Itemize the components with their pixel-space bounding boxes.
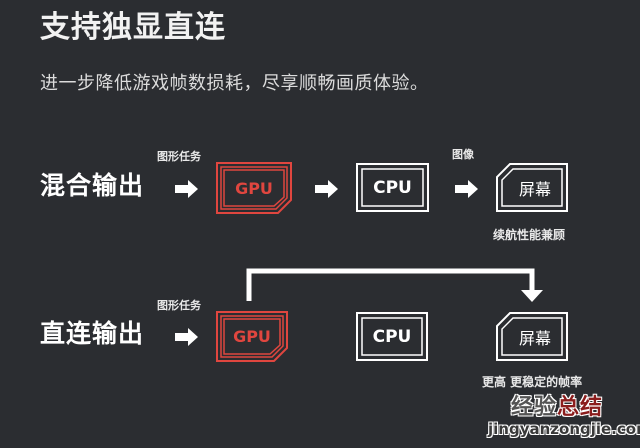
cpu-label: CPU xyxy=(373,177,412,198)
watermark-url: jingyanzongjie.com xyxy=(488,420,640,438)
right-arrow-icon xyxy=(175,180,198,198)
bypass-arrow-icon xyxy=(246,268,543,302)
screen-box: 屏幕 xyxy=(496,312,568,361)
screen-label: 屏幕 xyxy=(518,328,551,348)
screen-label: 屏幕 xyxy=(518,179,551,199)
cpu-box: CPU xyxy=(356,312,428,361)
screen-box: 屏幕 xyxy=(496,163,568,212)
cpu-chip-icon xyxy=(356,312,428,361)
screen-icon xyxy=(496,312,568,361)
page-subtitle: 进一步降低游戏帧数损耗，尽享顺畅画质体验。 xyxy=(40,73,429,94)
right-arrow-icon xyxy=(455,180,478,198)
cpu-chip-icon xyxy=(356,163,429,212)
cpu-box: CPU xyxy=(356,163,429,212)
watermark-text-part1: 经验 xyxy=(511,395,558,420)
row-label: 混合输出 xyxy=(40,171,145,200)
gpu-chip-icon xyxy=(216,162,292,214)
cpu-label: CPU xyxy=(372,326,412,347)
row-note: 更高 更稳定的帧率 xyxy=(482,375,583,389)
image-label: 图像 xyxy=(452,148,474,161)
graphics-task-label: 图形任务 xyxy=(157,299,201,312)
gpu-box: GPU xyxy=(216,311,288,362)
row-note: 续航性能兼顾 xyxy=(493,228,566,242)
watermark-logo: 经验总结 xyxy=(511,396,603,420)
right-arrow-icon xyxy=(175,328,198,346)
screen-icon xyxy=(496,163,568,212)
right-arrow-icon xyxy=(315,180,338,198)
graphics-task-label: 图形任务 xyxy=(157,150,201,163)
gpu-box: GPU xyxy=(216,162,292,214)
gpu-chip-icon xyxy=(216,311,288,362)
gpu-label: GPU xyxy=(235,178,273,198)
watermark-text-part2: 总结 xyxy=(557,395,604,420)
gpu-label: GPU xyxy=(233,327,271,346)
page-title: 支持独显直连 xyxy=(40,10,226,45)
row-label: 直连输出 xyxy=(40,319,145,348)
